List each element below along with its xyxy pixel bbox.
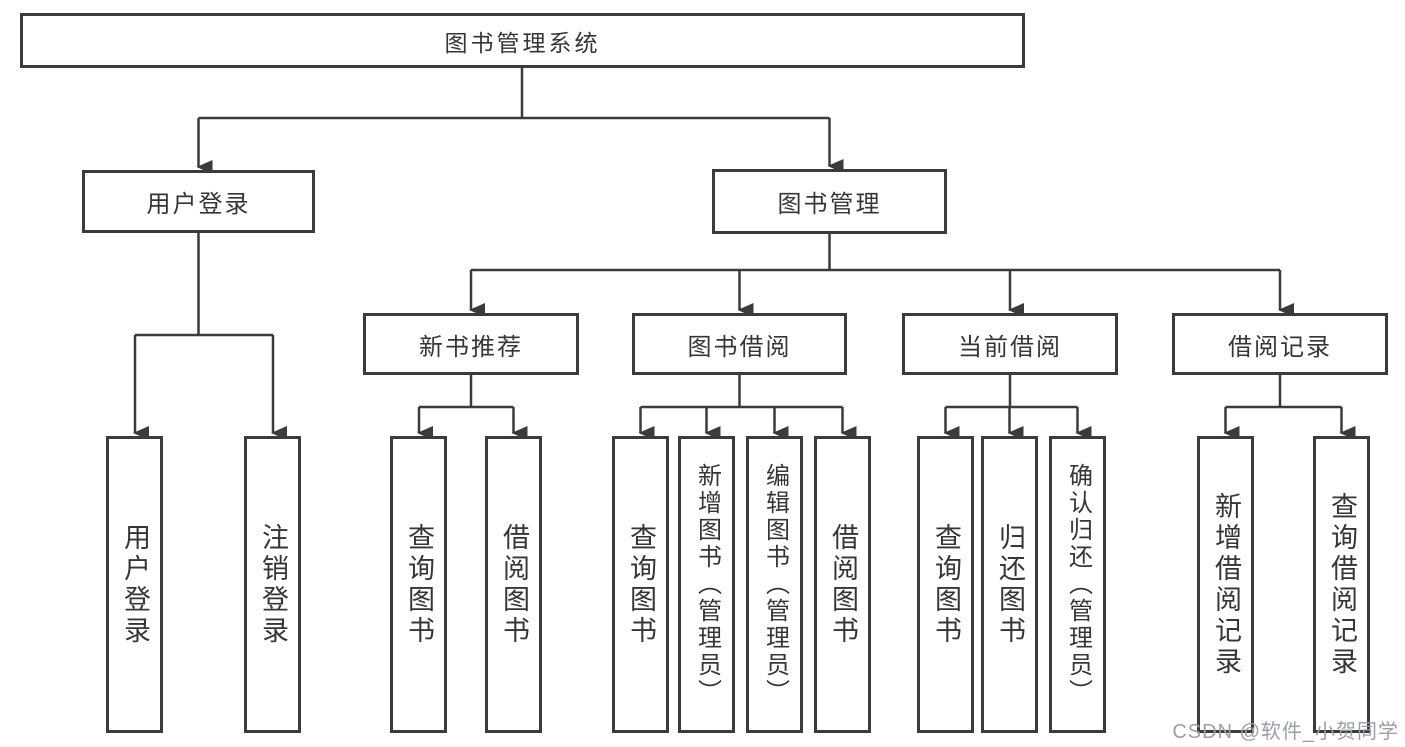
node-book-borrowing: 图书借阅	[632, 313, 847, 375]
leaf-borrow-add-books-admin-label: 新增图书（管理员）	[693, 463, 721, 706]
leaf-current-confirm-return-admin-label: 确认归还（管理员）	[1064, 463, 1092, 706]
leaf-current-confirm-return-admin: 确认归还（管理员）	[1049, 436, 1106, 733]
node-new-book-recommendation-label: 新书推荐	[419, 333, 523, 361]
leaf-borrow-query-books-label: 查询图书	[626, 522, 656, 647]
node-root: 图书管理系统	[20, 13, 1025, 68]
leaf-borrow-query-books: 查询图书	[612, 436, 669, 733]
leaf-current-query-books: 查询图书	[917, 436, 974, 733]
leaf-records-query-record: 查询借阅记录	[1313, 436, 1370, 733]
leaf-records-add-record: 新增借阅记录	[1197, 436, 1254, 733]
leaf-current-return-books-label: 归还图书	[995, 522, 1025, 647]
node-book-management: 图书管理	[712, 169, 947, 234]
leaf-records-query-record-label: 查询借阅记录	[1327, 491, 1357, 678]
node-user-login-label: 用户登录	[146, 191, 251, 218]
leaf-recommend-borrow-books: 借阅图书	[485, 436, 542, 733]
leaf-records-add-record-label: 新增借阅记录	[1211, 491, 1241, 678]
node-current-borrowing-label: 当前借阅	[958, 333, 1062, 361]
node-user-login: 用户登录	[82, 170, 315, 233]
leaf-current-query-books-label: 查询图书	[931, 522, 961, 647]
leaf-borrow-add-books-admin: 新增图书（管理员）	[678, 436, 735, 733]
node-root-label: 图书管理系统	[444, 29, 601, 56]
leaf-borrow-borrow-books-label: 借阅图书	[828, 522, 858, 647]
leaf-recommend-query-books-label: 查询图书	[404, 522, 434, 647]
leaf-current-return-books: 归还图书	[981, 436, 1038, 733]
leaf-user-login: 用户登录	[106, 436, 163, 733]
leaf-borrow-edit-books-admin-label: 编辑图书（管理员）	[761, 463, 789, 706]
node-book-management-label: 图书管理	[777, 191, 882, 218]
node-current-borrowing: 当前借阅	[902, 313, 1118, 375]
node-borrowing-records: 借阅记录	[1172, 313, 1388, 375]
leaf-logout-label: 注销登录	[258, 522, 288, 647]
leaf-borrow-edit-books-admin: 编辑图书（管理员）	[746, 436, 803, 733]
node-borrowing-records-label: 借阅记录	[1228, 333, 1332, 361]
leaf-user-login-label: 用户登录	[120, 522, 150, 647]
node-new-book-recommendation: 新书推荐	[363, 313, 579, 375]
watermark-text: CSDN @软件_小贺同学	[1172, 721, 1399, 743]
node-book-borrowing-label: 图书借阅	[687, 333, 792, 361]
leaf-recommend-query-books: 查询图书	[390, 436, 447, 733]
leaf-recommend-borrow-books-label: 借阅图书	[499, 522, 529, 647]
leaf-borrow-borrow-books: 借阅图书	[814, 436, 871, 733]
leaf-logout: 注销登录	[244, 436, 301, 733]
